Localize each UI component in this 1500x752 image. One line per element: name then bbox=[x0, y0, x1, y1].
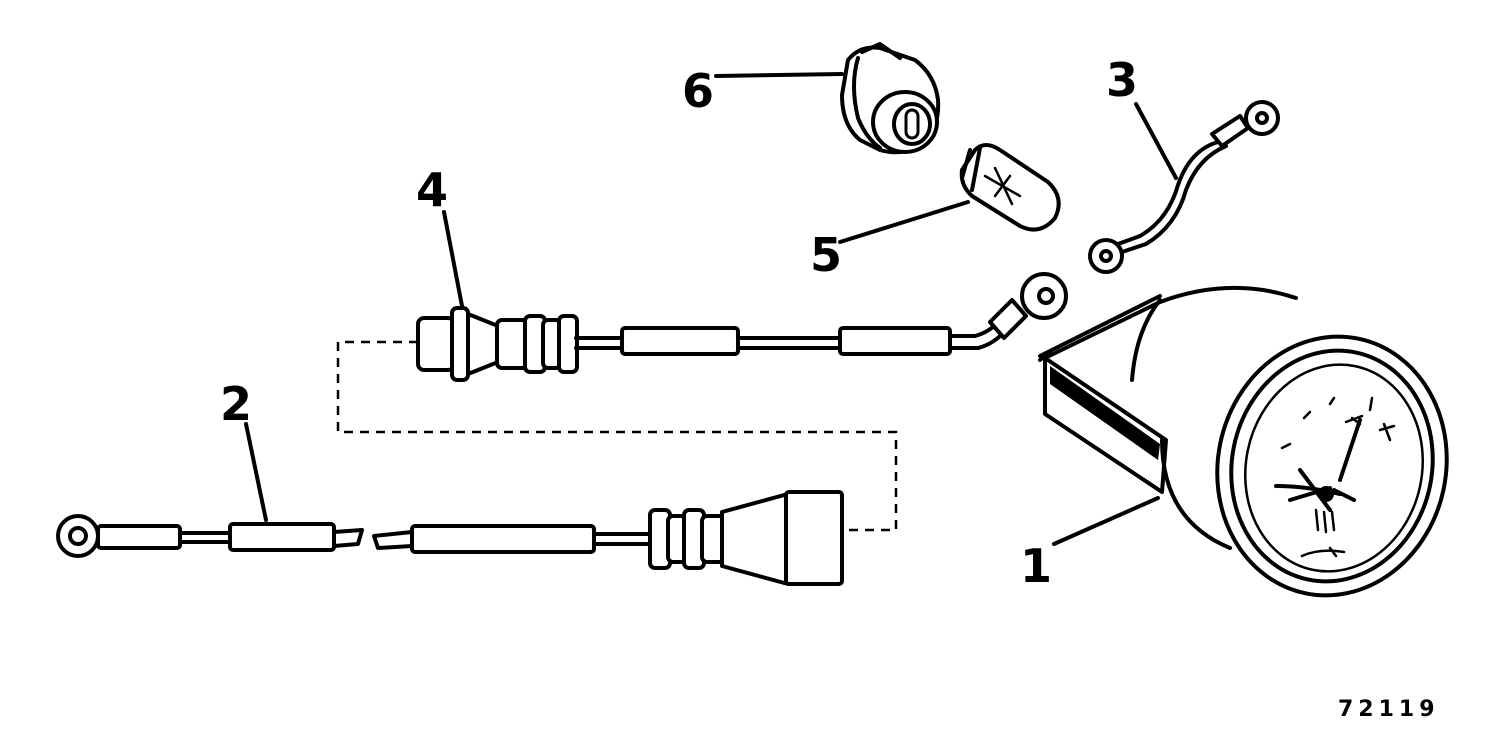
callout-1: 1 bbox=[1020, 539, 1052, 593]
leader-line-4 bbox=[442, 210, 464, 308]
gauge bbox=[1038, 286, 1449, 598]
callout-5: 5 bbox=[810, 228, 842, 282]
leader-line-5 bbox=[838, 200, 970, 244]
figure-number: 72119 bbox=[1338, 697, 1440, 722]
callout-3: 3 bbox=[1106, 53, 1138, 107]
callout-4: 4 bbox=[416, 163, 448, 217]
leader-line-3 bbox=[1134, 102, 1178, 180]
connection-dashed-line bbox=[336, 340, 898, 532]
leader-line-6 bbox=[714, 72, 844, 78]
callout-2: 2 bbox=[220, 377, 252, 431]
bulb bbox=[959, 143, 1061, 232]
extension-harness bbox=[56, 490, 844, 586]
lamp-socket bbox=[840, 42, 941, 155]
ground-lead bbox=[1088, 100, 1280, 274]
leader-line-2 bbox=[244, 422, 268, 522]
leader-line-1 bbox=[1052, 496, 1160, 546]
callout-6: 6 bbox=[682, 64, 714, 118]
instrument-lead bbox=[416, 272, 1068, 382]
